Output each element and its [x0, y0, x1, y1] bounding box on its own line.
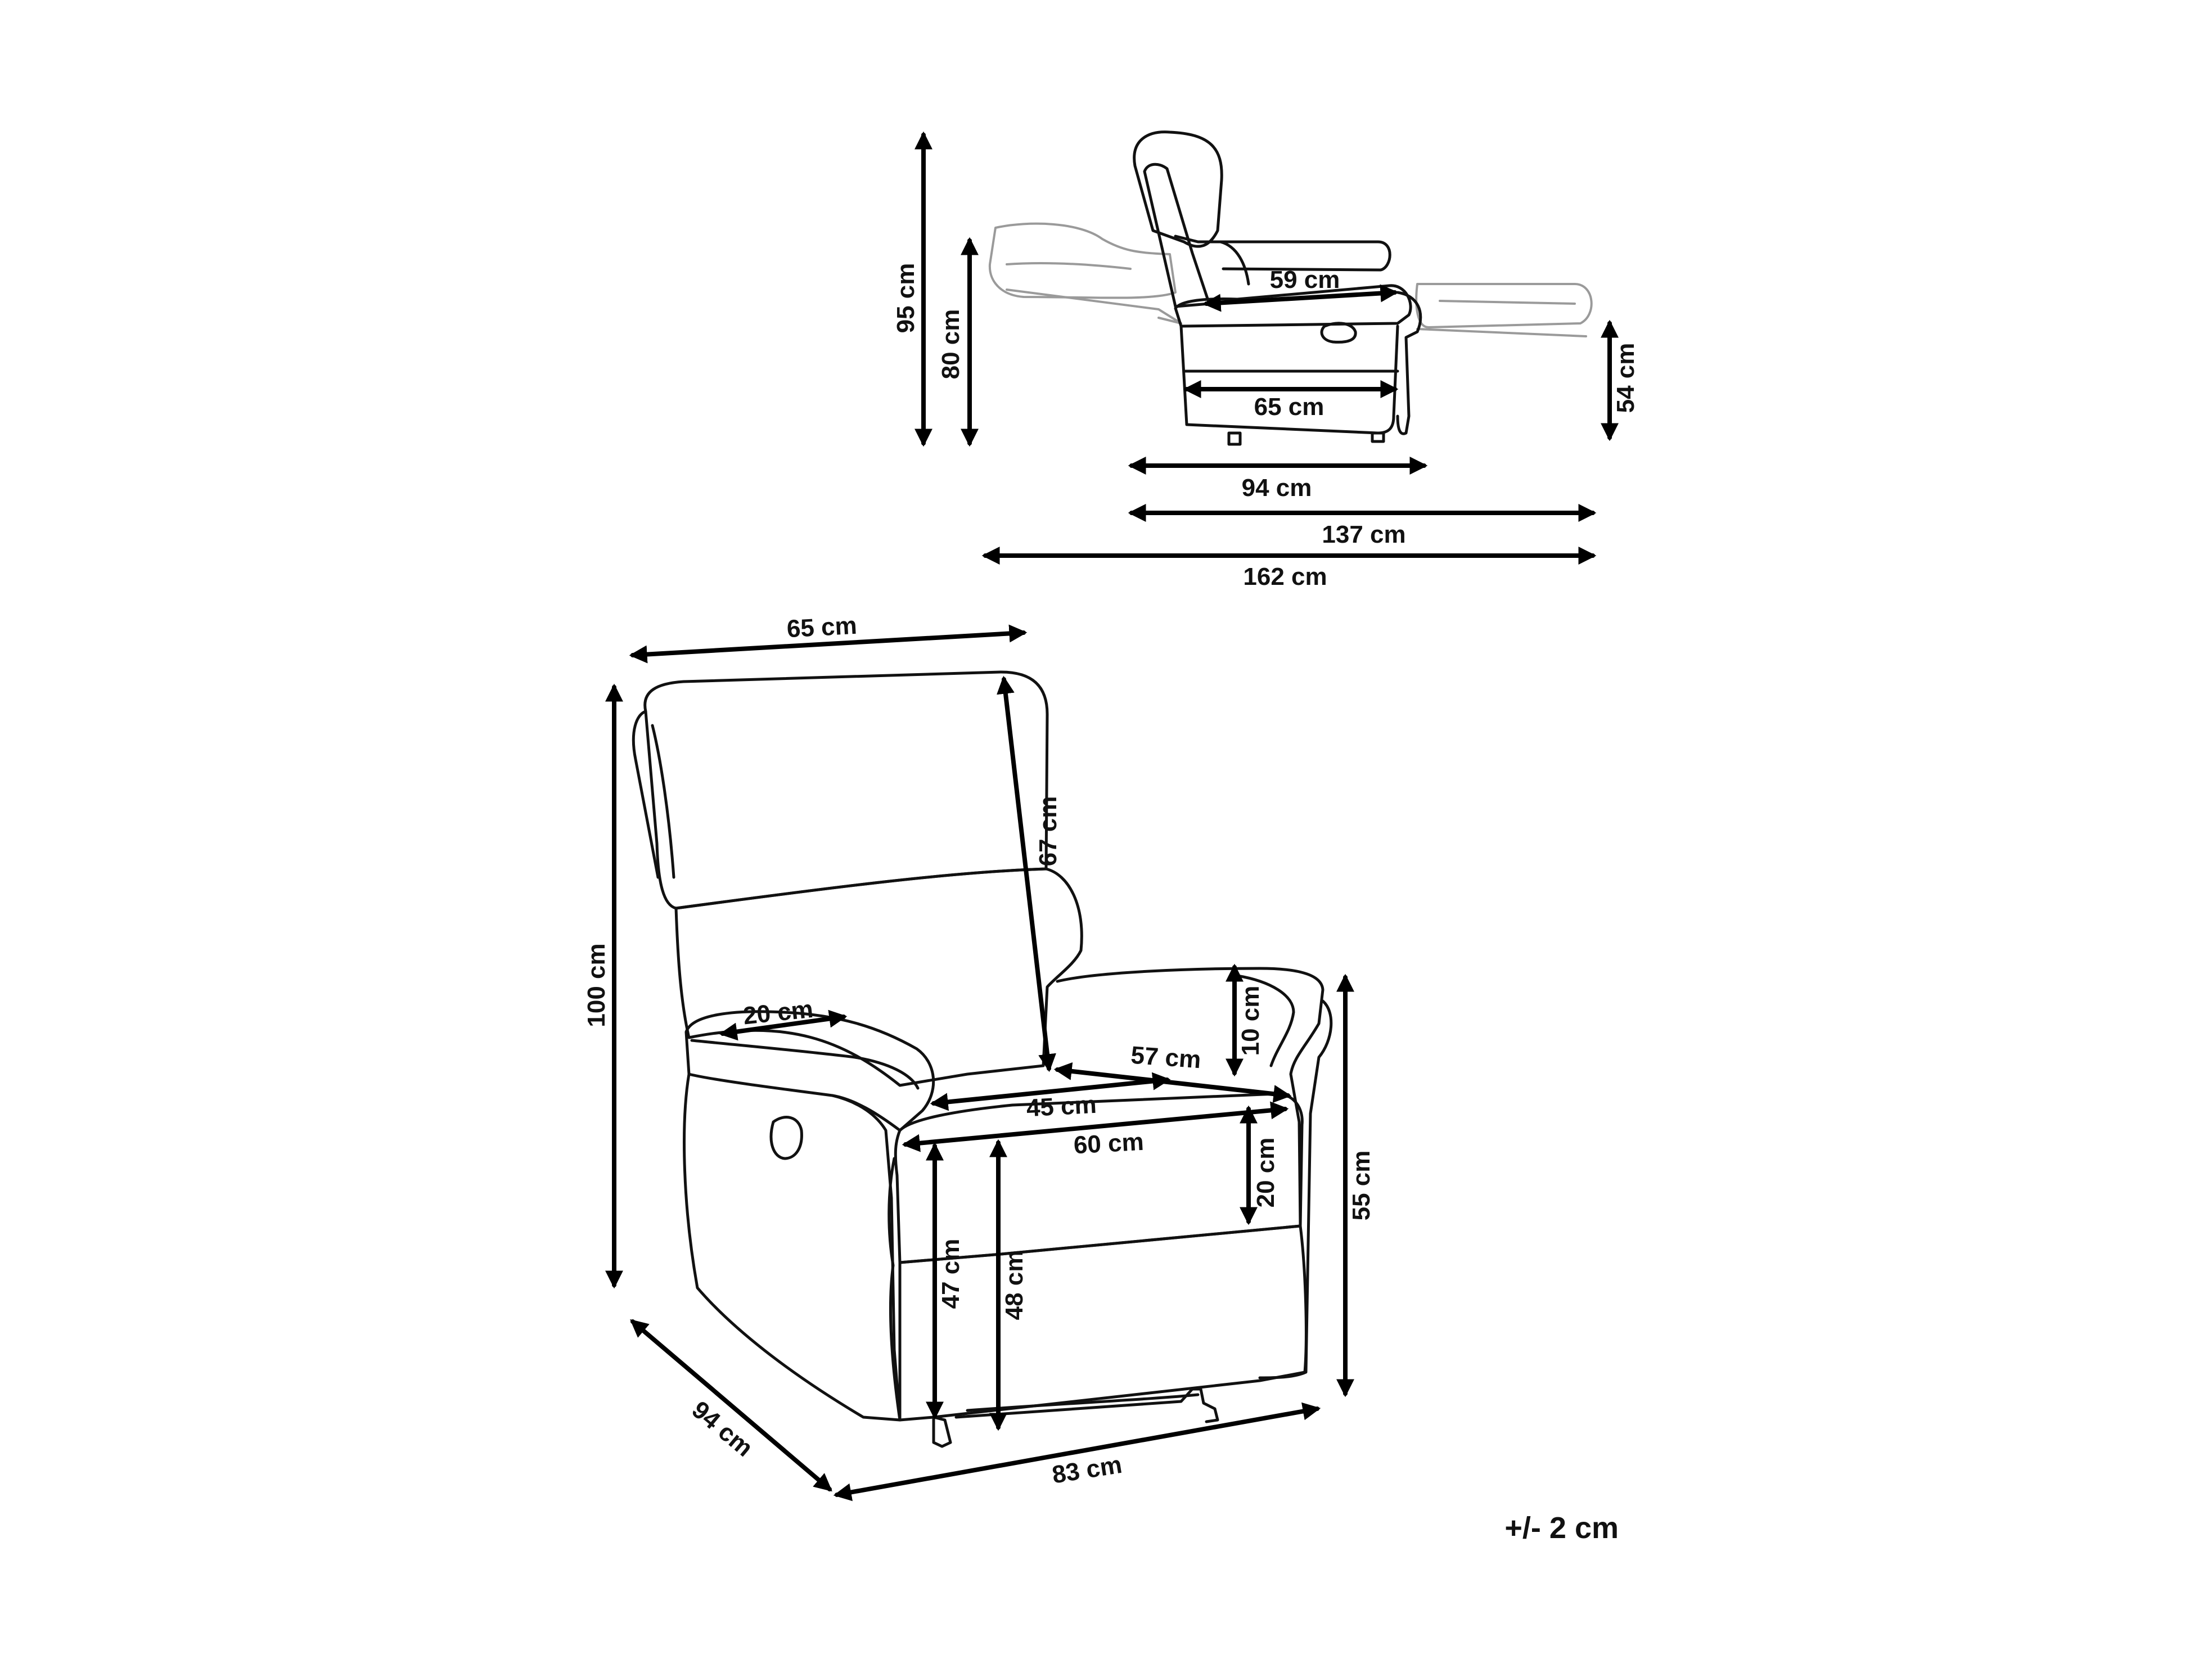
front-footrest-panel — [898, 1224, 1308, 1422]
footrest-extended — [1415, 283, 1593, 337]
label-seat-cushion-height: 20 cm — [1252, 1138, 1280, 1208]
recline-handle — [769, 1116, 803, 1160]
label-length-reclined: 162 cm — [1243, 563, 1327, 590]
reclined-position-ghost — [988, 222, 1182, 324]
label-arm-height: 55 cm — [1348, 1151, 1375, 1221]
chair-side-body — [1133, 130, 1422, 446]
label-armrest-height: 10 cm — [1237, 986, 1264, 1056]
tolerance-note: +/- 2 cm — [1504, 1511, 1619, 1545]
recliner-front-view — [632, 670, 1333, 1448]
label-seat-depth: 57 cm — [1130, 1042, 1202, 1074]
label-seat-height: 48 cm — [1001, 1250, 1028, 1320]
label-side-footrest-height: 54 cm — [1612, 343, 1639, 413]
label-front-height-total: 100 cm — [583, 943, 610, 1027]
label-seat-height-front: 47 cm — [937, 1239, 965, 1309]
seat-cushion — [894, 1092, 1304, 1264]
label-front-width-top: 65 cm — [786, 612, 858, 643]
label-seat-width: 60 cm — [1073, 1128, 1145, 1159]
label-length-footrest: 137 cm — [1322, 521, 1405, 548]
chair-left-side — [683, 1072, 902, 1422]
label-side-base-depth: 65 cm — [1254, 393, 1325, 421]
backrest-lower-cushion — [674, 867, 1083, 1087]
label-depth: 94 cm — [687, 1396, 758, 1462]
label-side-height-total: 95 cm — [892, 263, 920, 333]
recliner-side-view — [988, 130, 1593, 446]
label-side-seat-depth: 59 cm — [1270, 266, 1340, 294]
label-side-height-back: 80 cm — [937, 309, 965, 380]
right-armrest — [1056, 967, 1325, 1228]
chair-base — [932, 1415, 952, 1448]
label-length-upright: 94 cm — [1242, 474, 1312, 502]
label-armrest-width: 20 cm — [742, 995, 814, 1030]
label-seat-width-inner: 45 cm — [1026, 1091, 1097, 1122]
label-backrest-height: 67 cm — [1034, 796, 1062, 867]
